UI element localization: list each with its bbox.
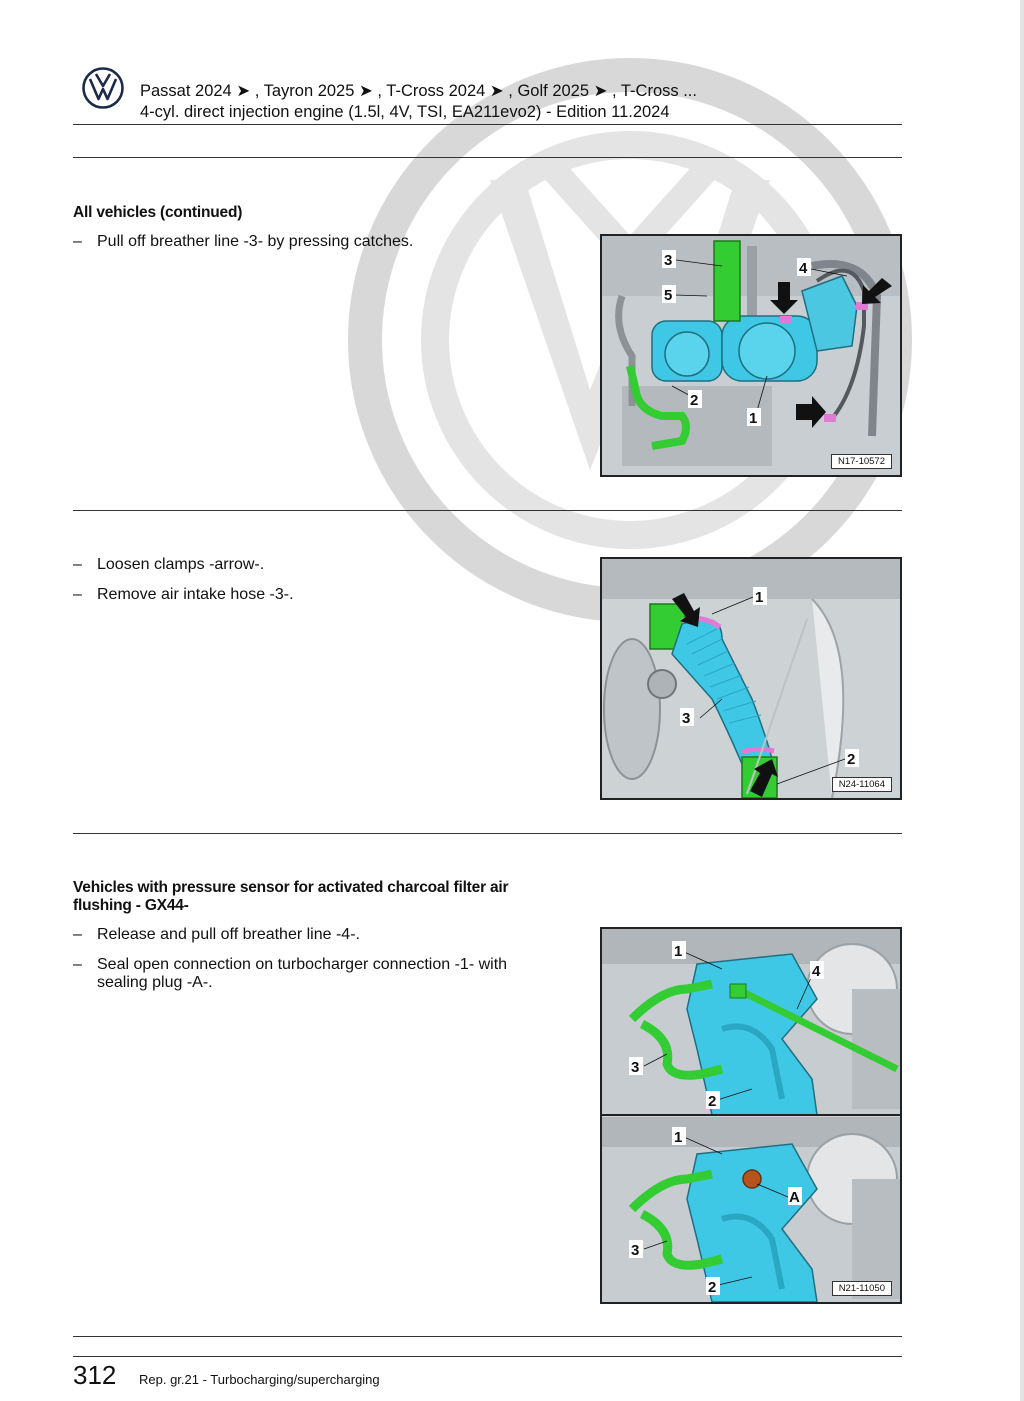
- step-remove-air-intake-hose: – Remove air intake hose -3-.: [73, 586, 294, 603]
- footer-rule: [73, 1356, 902, 1357]
- callout-2: 2: [845, 749, 859, 768]
- svg-text:4: 4: [799, 260, 808, 277]
- svg-text:2: 2: [847, 751, 855, 768]
- svg-text:1: 1: [674, 1129, 682, 1146]
- svg-text:4: 4: [812, 963, 821, 980]
- svg-text:1: 1: [749, 410, 757, 427]
- bullet-dash: –: [73, 233, 82, 250]
- callout-1: 1: [753, 587, 767, 606]
- step-release-breather-line: – Release and pull off breather line -4-…: [73, 926, 360, 943]
- callout-3-top: 3: [629, 1057, 643, 1076]
- svg-text:A: A: [789, 1189, 800, 1206]
- vw-logo-icon: [82, 67, 124, 109]
- figure-air-intake-hose: 1 3 2 N24-11064: [600, 557, 902, 800]
- step-seal-connection: – Seal open connection on turbocharger c…: [73, 956, 508, 991]
- figure-id: N21-11050: [831, 1281, 892, 1296]
- page-edge: [1020, 0, 1024, 1401]
- svg-text:3: 3: [664, 252, 672, 269]
- section-heading-all-vehicles: All vehicles (continued): [73, 204, 243, 221]
- header-vehicle-list: Passat 2024 ➤ , Tayron 2025 ➤ , T-Cross …: [140, 82, 697, 100]
- figure-turbocharger-connection: 1 4 3 2 1 A 3 2 N21-11050: [600, 927, 902, 1304]
- svg-text:2: 2: [708, 1279, 716, 1296]
- step-pull-off-breather-line: – Pull off breather line -3- by pressing…: [73, 233, 414, 250]
- divider: [73, 510, 902, 511]
- callout-4: 4: [797, 258, 811, 277]
- callout-3-bottom: 3: [629, 1240, 643, 1259]
- bullet-dash: –: [73, 926, 82, 943]
- bullet-dash: –: [73, 556, 82, 573]
- callout-5: 5: [662, 285, 676, 304]
- step-loosen-clamps: – Loosen clamps -arrow-.: [73, 556, 265, 573]
- divider: [73, 157, 902, 158]
- divider: [73, 1336, 902, 1337]
- svg-text:3: 3: [682, 710, 690, 727]
- header-rule: [73, 124, 902, 125]
- footer-repair-group: Rep. gr.21 - Turbocharging/supercharging: [139, 1372, 380, 1387]
- callout-4-top: 4: [810, 961, 824, 980]
- document-header: Passat 2024 ➤ , Tayron 2025 ➤ , T-Cross …: [140, 81, 697, 123]
- callout-3: 3: [662, 250, 676, 269]
- callout-A-bottom: A: [788, 1187, 802, 1206]
- callout-1-bottom: 1: [672, 1127, 686, 1146]
- svg-text:2: 2: [690, 392, 698, 409]
- callout-2: 2: [688, 390, 702, 409]
- callout-1: 1: [747, 408, 761, 427]
- callout-1-top: 1: [672, 941, 686, 960]
- svg-text:2: 2: [708, 1093, 716, 1110]
- header-engine-edition: 4-cyl. direct injection engine (1.5l, 4V…: [140, 103, 670, 121]
- section-heading-pressure-sensor: Vehicles with pressure sensor for activa…: [73, 879, 509, 914]
- svg-text:1: 1: [755, 589, 763, 606]
- figure-breather-line: 3 5 2 1 4 N17-10572: [600, 234, 902, 477]
- bullet-dash: –: [73, 956, 82, 973]
- svg-text:3: 3: [631, 1059, 639, 1076]
- figure-id: N17-10572: [830, 454, 892, 469]
- svg-text:3: 3: [631, 1242, 639, 1259]
- page-number: 312: [73, 1360, 117, 1390]
- svg-text:5: 5: [664, 287, 672, 304]
- figure-id: N24-11064: [831, 777, 892, 792]
- divider: [73, 833, 902, 834]
- svg-text:1: 1: [674, 943, 682, 960]
- callout-2-top: 2: [706, 1091, 720, 1110]
- bullet-dash: –: [73, 586, 82, 603]
- callout-2-bottom: 2: [706, 1277, 720, 1296]
- callout-3: 3: [680, 708, 694, 727]
